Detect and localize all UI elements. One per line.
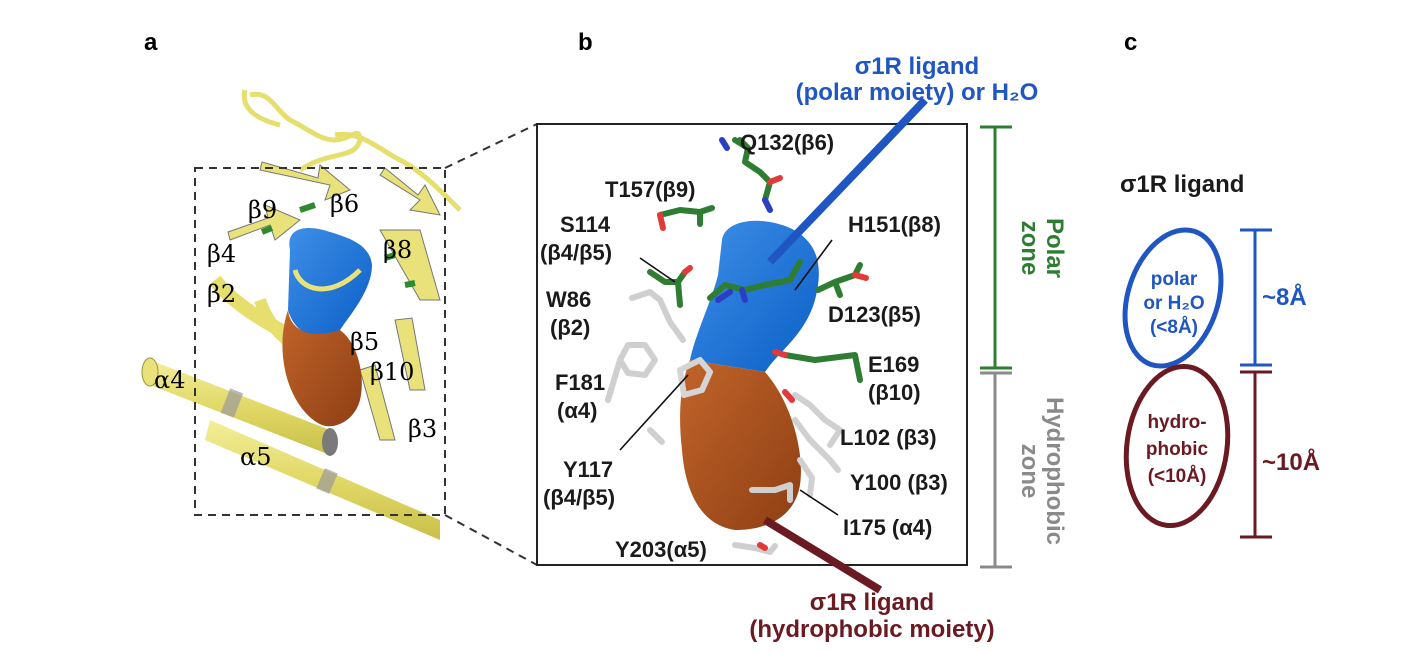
residue-w86: W86: [546, 287, 591, 312]
protein-cartoon: [141, 89, 462, 540]
polar-size-label: ~8Å: [1262, 283, 1307, 311]
ligand-model-title: σ1R ligand: [1120, 171, 1244, 198]
residue-h151: H151(β8): [848, 212, 941, 237]
polar-ligand-pointer: [767, 97, 928, 265]
polar-moiety-label-2: or H₂O: [1143, 293, 1204, 314]
polar-size-bracket: [1240, 228, 1272, 367]
hydrophobic-zone-bracket: [980, 371, 1012, 569]
polar-zone-bracket: [980, 125, 1012, 370]
hydrophobic-ligand-pointer: [762, 516, 883, 594]
residue-w86-loc: (β2): [550, 315, 590, 340]
residue-f181: F181: [555, 370, 605, 395]
hydrophobic-moiety-label-3: (<10Å): [1148, 466, 1207, 487]
residue-y100: Y100 (β3): [850, 470, 948, 495]
zoom-line-bottom: [444, 514, 538, 566]
residue-y117: Y117: [563, 457, 613, 482]
label-alpha4: α4: [154, 366, 185, 394]
hydrophobic-zone-label-2: zone: [1016, 444, 1043, 499]
hydrophobic-ligand-title: σ1R ligand: [810, 589, 934, 616]
residue-y117-loc: (β4/β5): [543, 485, 615, 510]
zoom-line-top: [444, 123, 538, 169]
residue-t157: T157(β9): [605, 177, 695, 202]
hydrophobic-ligand-subtitle: (hydrophobic moiety): [749, 616, 994, 643]
polar-cavity: [690, 220, 819, 372]
label-beta9: β9: [248, 196, 277, 224]
hydrophobic-moiety-label-2: phobic: [1146, 439, 1209, 460]
hydrophobic-size-label: ~10Å: [1262, 448, 1320, 476]
hydrophobic-zone-label-1: Hydrophobic: [1041, 397, 1068, 545]
label-beta10: β10: [370, 358, 414, 386]
leader-lines: [619, 239, 839, 516]
label-beta5: β5: [350, 328, 379, 356]
label-beta8: β8: [383, 236, 412, 264]
residue-s114-loc: (β4/β5): [540, 240, 612, 265]
residue-e169: E169: [868, 352, 919, 377]
label-beta2: β2: [207, 280, 236, 308]
hydrophobic-moiety-ellipse: [1123, 363, 1231, 529]
label-beta6: β6: [330, 190, 359, 218]
hydrophobic-size-bracket: [1240, 370, 1272, 539]
polar-moiety-label-3: (<8Å): [1150, 317, 1198, 338]
residue-l102: L102 (β3): [840, 425, 937, 450]
panel-a-letter: a: [144, 29, 158, 56]
polar-zone-label-2: zone: [1016, 221, 1043, 276]
polar-moiety-ellipse: [1122, 227, 1224, 369]
polar-ligand-title: σ1R ligand: [855, 53, 979, 80]
residue-sticks: [605, 137, 869, 555]
polar-moiety-label-1: polar: [1151, 269, 1198, 290]
residue-f181-loc: (α4): [557, 398, 597, 423]
label-beta4: β4: [207, 240, 236, 268]
residue-y203: Y203(α5): [615, 537, 707, 562]
panel-c-letter: c: [1124, 29, 1137, 56]
residue-q132: Q132(β6): [740, 130, 834, 155]
residue-d123: D123(β5): [828, 302, 921, 327]
residue-e169-loc: (β10): [868, 380, 921, 405]
label-beta3: β3: [408, 415, 437, 443]
polar-zone-label-1: Polar: [1041, 218, 1068, 278]
hydrophobic-moiety-label-1: hydro-: [1147, 412, 1206, 433]
label-alpha5: α5: [240, 443, 271, 471]
residue-i175: I175 (α4): [843, 515, 932, 540]
zoom-region-box: [194, 167, 446, 516]
residue-s114: S114: [560, 212, 611, 237]
polar-ligand-subtitle: (polar moiety) or H₂O: [796, 79, 1039, 106]
panel-b-letter: b: [578, 29, 593, 56]
